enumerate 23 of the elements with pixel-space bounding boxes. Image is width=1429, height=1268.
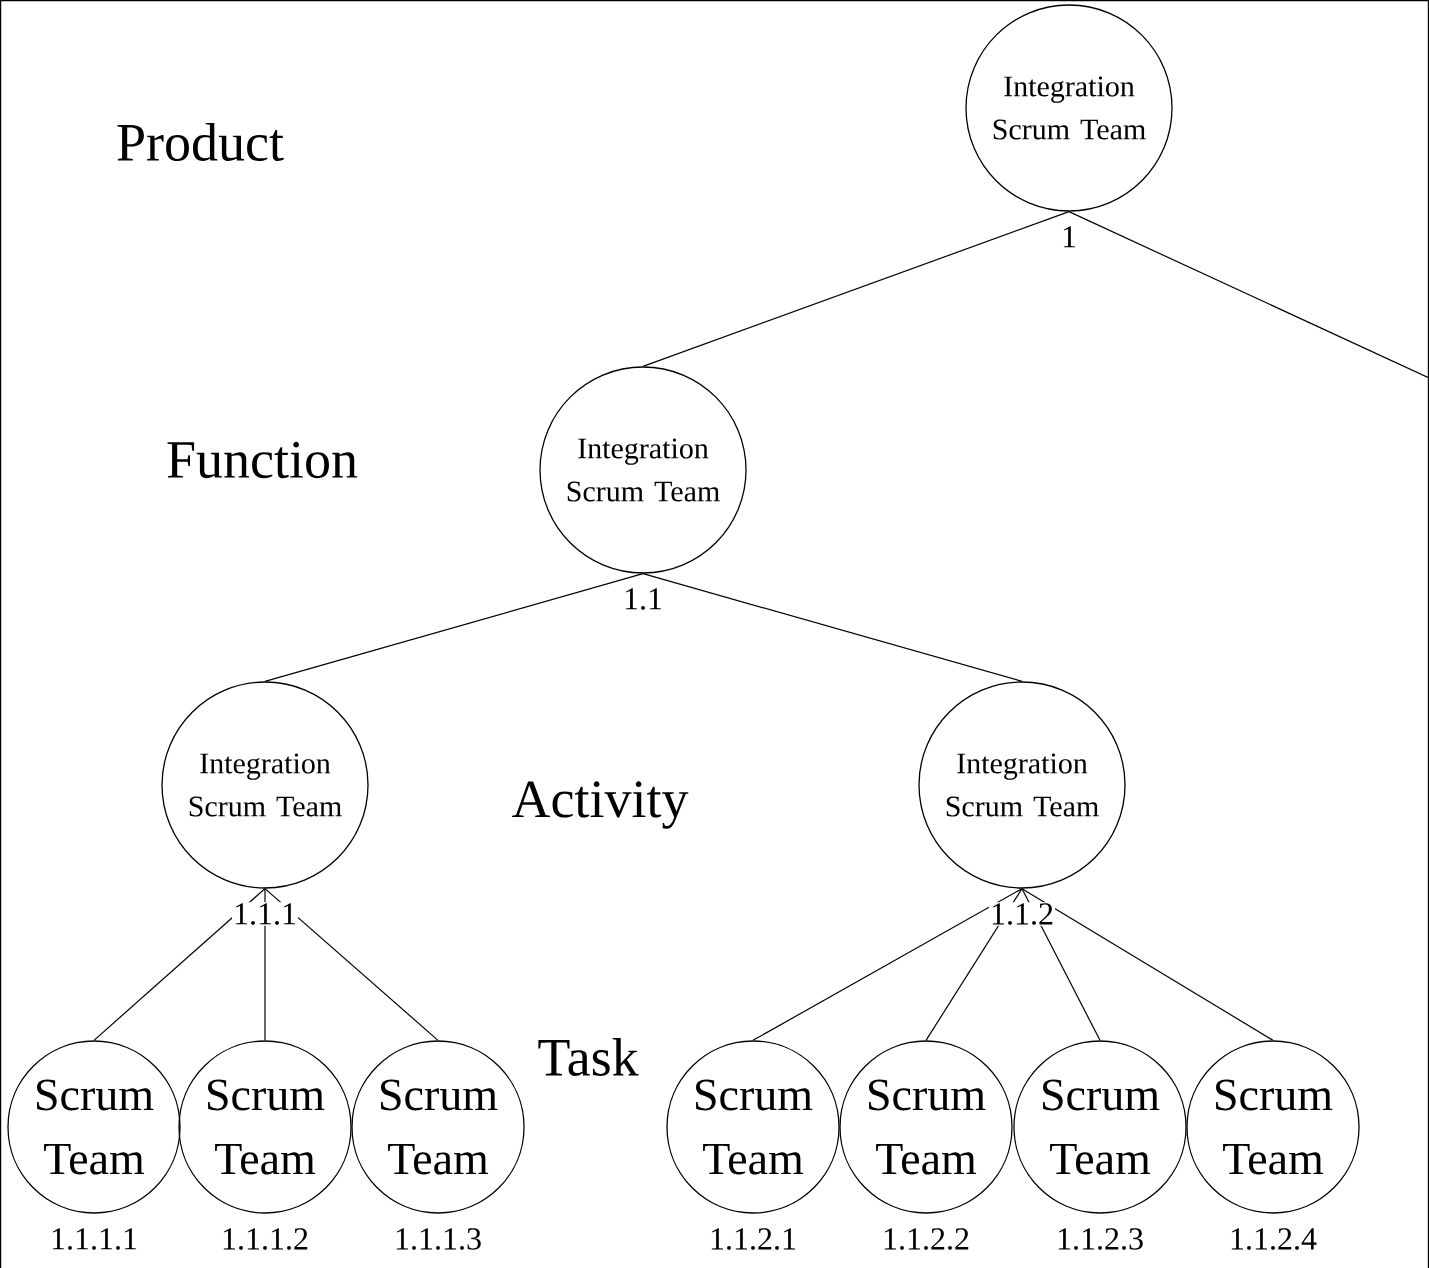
node-number: 1.1.2.4: [1228, 1227, 1318, 1251]
node-number: 1.1.2.1: [708, 1227, 798, 1251]
level-label: Function: [167, 441, 358, 479]
connector-line: [642, 573, 1023, 682]
node-number: 1: [1060, 225, 1078, 249]
node-number: 1.1.1.2: [220, 1227, 310, 1251]
node-number: 1.1.1.1: [49, 1227, 139, 1251]
node-number: 1.1.2: [989, 902, 1055, 926]
level-label: Activity: [512, 781, 689, 829]
connector-line: [642, 211, 1070, 367]
node-number: 1.1.1: [232, 902, 298, 926]
connector-line: [264, 573, 644, 682]
node-number: 1.1: [622, 587, 664, 611]
level-label: Task: [538, 1038, 639, 1076]
node-number: 1.1.1.3: [393, 1227, 483, 1251]
node-number: 1.1.2.3: [1055, 1227, 1145, 1251]
connector-line: [264, 888, 439, 1041]
node-number: 1.1.2.2: [881, 1227, 971, 1251]
connector-line: [1021, 888, 1274, 1041]
connector-line: [752, 888, 1023, 1041]
connector-line: [93, 888, 266, 1041]
level-label: Product: [117, 123, 284, 161]
connector-line: [1068, 211, 1429, 379]
